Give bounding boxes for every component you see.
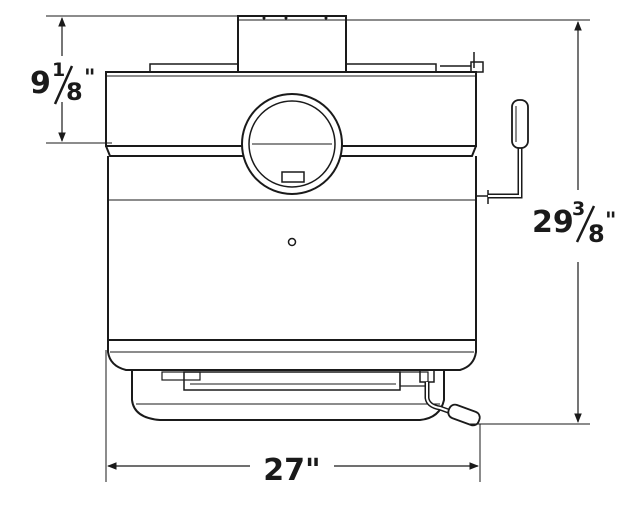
dim-height-whole: 29 — [532, 205, 574, 240]
dimension-overall-width: 27" — [105, 350, 481, 488]
dimension-overall-height: 29 3 8 " — [346, 19, 616, 425]
dim-top-numerator: 1 — [52, 59, 65, 81]
dimension-top-height: 9 1 8 " — [30, 15, 238, 144]
ash-pan — [131, 370, 445, 421]
flue-collar-box — [237, 15, 347, 73]
dim-height-unit: " — [605, 209, 616, 234]
dim-top-unit: " — [84, 66, 95, 91]
dim-height-numerator: 3 — [572, 198, 585, 220]
top-latch — [440, 52, 484, 73]
dim-top-denominator: 8 — [66, 78, 83, 106]
top-plate-right — [346, 63, 437, 72]
dim-top-whole: 9 — [30, 66, 51, 101]
side-handle — [476, 99, 529, 204]
bottom-lever — [419, 369, 481, 427]
dim-height-denominator: 8 — [588, 220, 605, 248]
dim-width-label: 27" — [263, 453, 320, 488]
stove-body — [107, 156, 477, 341]
top-plate-left — [149, 63, 238, 72]
flue-opening — [241, 93, 343, 195]
center-knob — [287, 237, 297, 247]
stove-outline — [105, 15, 529, 427]
